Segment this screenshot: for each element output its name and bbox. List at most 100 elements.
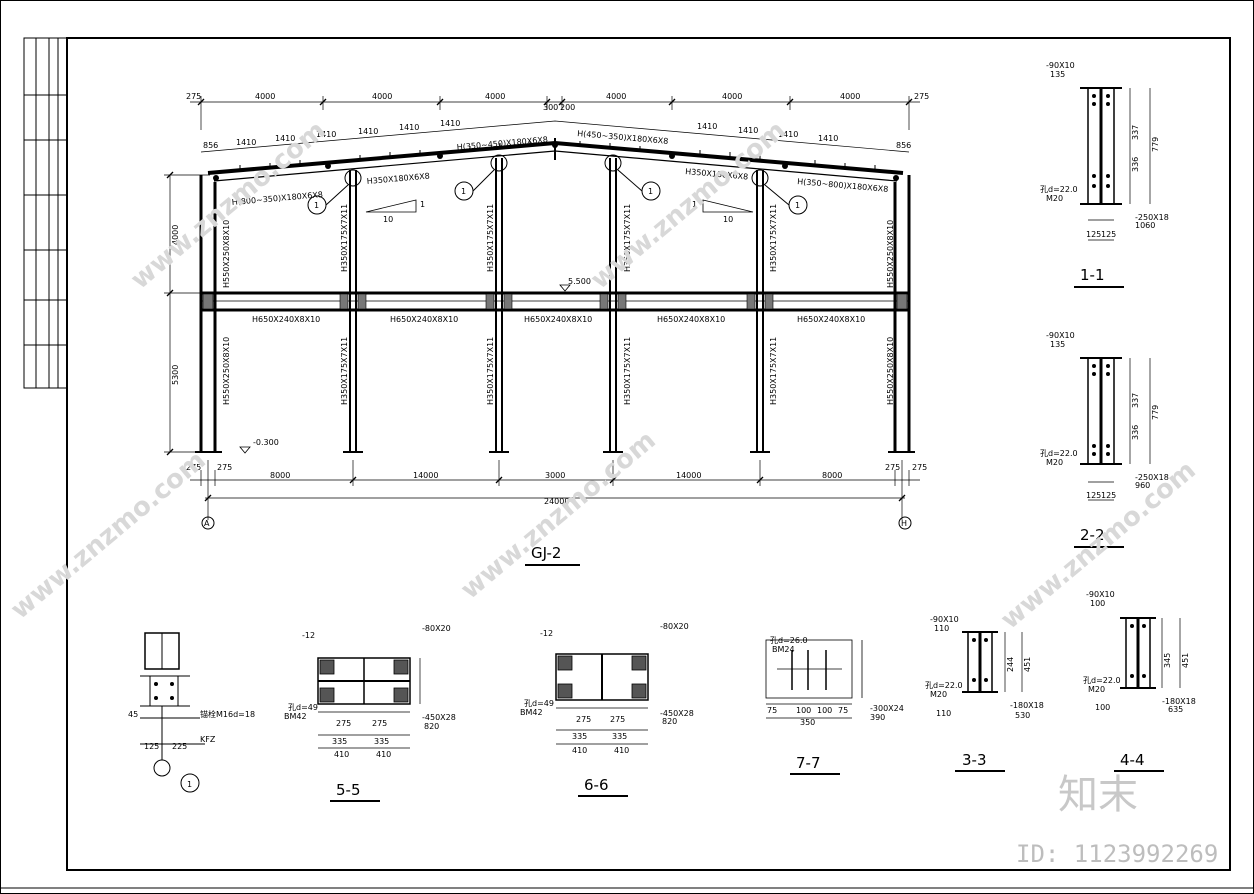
svg-text:337: 337 [1131,125,1140,140]
svg-text:5.500: 5.500 [568,277,591,286]
svg-text:M20: M20 [1046,458,1063,467]
svg-text:1060: 1060 [1135,221,1155,230]
dim-ticks [166,98,913,502]
svg-text:孔d=49: 孔d=49 [288,703,318,712]
section-3-3: 244 451 530 -90X10 110 -180X18 孔d=22.0 M… [925,615,1044,772]
svg-text:4000: 4000 [722,92,742,101]
svg-text:M20: M20 [1046,194,1063,203]
svg-text:孔d=26.0: 孔d=26.0 [770,636,808,645]
svg-text:275: 275 [576,715,591,724]
svg-text:5300: 5300 [171,365,180,385]
svg-text:4000: 4000 [372,92,392,101]
svg-text:1410: 1410 [778,130,798,139]
svg-text:H350X175X7X11: H350X175X7X11 [769,337,778,405]
svg-text:-12: -12 [302,631,315,640]
svg-text:1: 1 [648,187,653,196]
grid-label-a: A [204,519,210,528]
svg-text:779: 779 [1151,405,1160,420]
svg-text:H650X240X8X10: H650X240X8X10 [252,315,320,324]
svg-text:275: 275 [912,463,927,472]
svg-text:856: 856 [203,141,218,150]
svg-text:275: 275 [336,719,351,728]
svg-text:H650X240X8X10: H650X240X8X10 [797,315,865,324]
svg-text:www.znzmo.com: www.znzmo.com [995,455,1201,635]
watermarks: www.znzmo.com www.znzmo.com www.znzmo.co… [5,115,1201,635]
svg-text:H650X240X8X10: H650X240X8X10 [390,315,458,324]
svg-text:孔d=22.0: 孔d=22.0 [925,681,963,690]
svg-text:100: 100 [796,706,811,715]
detail-callouts [307,154,808,215]
svg-text:1410: 1410 [440,119,460,128]
svg-text:-180X18: -180X18 [1010,701,1044,710]
svg-text:337: 337 [1131,393,1140,408]
svg-text:1-1: 1-1 [1080,266,1105,284]
brand-logo: 知末 [1058,772,1138,818]
svg-text:336: 336 [1131,157,1140,172]
svg-text:锚栓M16d=18: 锚栓M16d=18 [200,709,255,719]
svg-text:1: 1 [314,201,319,210]
bottom-dim-labels: 275 275 8000 14000 3000 14000 8000 275 2… [186,463,927,506]
svg-text:BM42: BM42 [520,708,543,717]
svg-text:H350X175X7X11: H350X175X7X11 [340,204,349,272]
svg-text:275: 275 [186,92,201,101]
svg-text:4000: 4000 [255,92,275,101]
svg-text:H350X180X6X8: H350X180X6X8 [366,172,430,186]
svg-text:1410: 1410 [316,130,336,139]
svg-text:BM24: BM24 [772,645,795,654]
total-span: 24000 [544,497,569,506]
svg-text:H350X175X7X11: H350X175X7X11 [623,337,632,405]
svg-text:110: 110 [936,709,951,718]
svg-text:335: 335 [374,737,389,746]
svg-text:H350X175X7X11: H350X175X7X11 [486,337,495,405]
svg-text:4000: 4000 [606,92,626,101]
svg-text:孔d=22.0: 孔d=22.0 [1040,449,1078,458]
svg-text:345: 345 [1163,653,1172,668]
svg-text:H650X240X8X10: H650X240X8X10 [657,315,725,324]
svg-text:820: 820 [424,722,439,731]
svg-text:H350X175X7X11: H350X175X7X11 [623,204,632,272]
svg-text:-90X10: -90X10 [930,615,959,624]
svg-text:275: 275 [885,463,900,472]
svg-text:410: 410 [376,750,391,759]
height-labels: 4000 5300 [171,225,180,385]
elevation-markers: 5.500 -0.300 [239,277,591,454]
section-7-7: 75 100 100 75 350 390 -300X24 孔d=26.0 BM… [765,636,904,775]
svg-text:635: 635 [1168,705,1183,714]
svg-text:960: 960 [1135,481,1150,490]
svg-text:451: 451 [1023,657,1032,672]
panel-dim-labels: 856 1410 1410 1410 1410 1410 1410 1410 1… [203,119,911,150]
slope-run-left: 10 [383,215,393,224]
svg-text:125: 125 [1086,491,1101,500]
svg-text:8000: 8000 [270,471,290,480]
svg-text:H350X175X7X11: H350X175X7X11 [769,204,778,272]
svg-text:125: 125 [1101,491,1116,500]
svg-text:410: 410 [572,746,587,755]
svg-text:300: 300 [543,103,558,112]
svg-text:856: 856 [896,141,911,150]
svg-text:-450X28: -450X28 [660,709,694,718]
image-id: ID: 1123992269 [1016,840,1218,868]
svg-text:451: 451 [1181,653,1190,668]
svg-text:4000: 4000 [840,92,860,101]
top-dim-labels: 275 4000 4000 4000 300 200 4000 4000 400… [186,92,929,112]
svg-text:M20: M20 [1088,685,1105,694]
svg-text:335: 335 [332,737,347,746]
svg-text:BM42: BM42 [284,712,307,721]
drawing-frame [66,37,1231,871]
svg-text:1410: 1410 [399,123,419,132]
dimension-lines [164,96,920,520]
dim-labels-7-7: 75 100 100 75 350 390 [767,706,885,727]
svg-text:200: 200 [560,103,575,112]
grid-label-h: H [901,519,907,528]
svg-text:www.znzmo.com: www.znzmo.com [455,425,661,605]
svg-text:H550X250X8X10: H550X250X8X10 [886,220,895,288]
section-1-1: 337 336 779 125 125 1060 -90X10 135 -250… [1040,61,1169,288]
svg-text:H(450~350)X180X6X8: H(450~350)X180X6X8 [577,129,669,146]
svg-text:275: 275 [186,463,201,472]
svg-text:1410: 1410 [275,134,295,143]
svg-text:275: 275 [610,715,625,724]
svg-text:779: 779 [1151,137,1160,152]
svg-text:275: 275 [914,92,929,101]
svg-text:1410: 1410 [738,126,758,135]
svg-text:8000: 8000 [822,471,842,480]
